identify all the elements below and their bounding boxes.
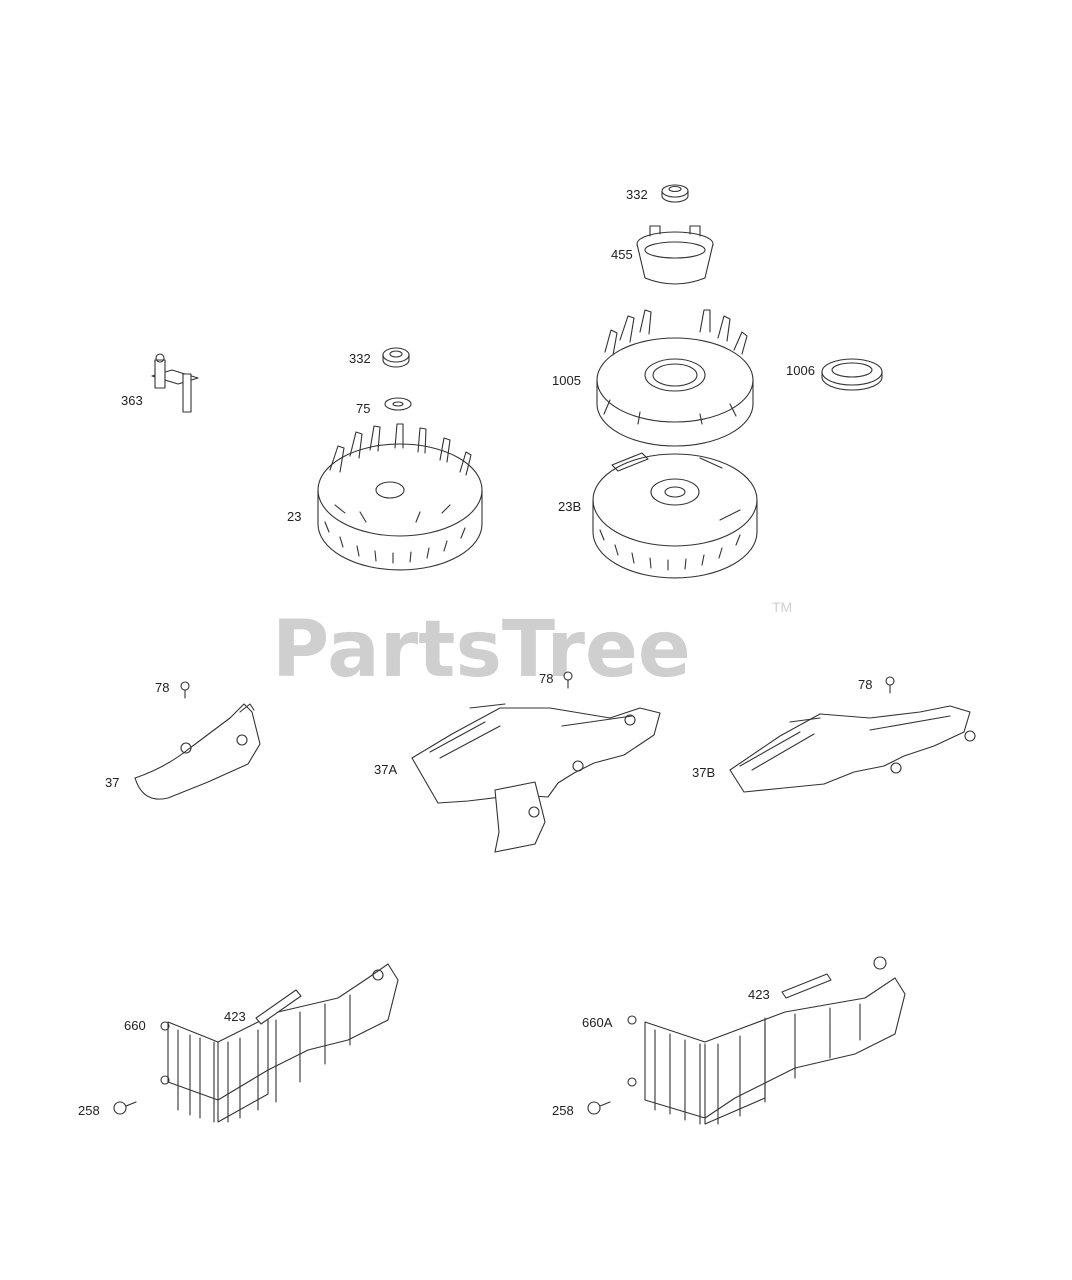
part-labels: 332 455 1005 1006 23B 363 332 75 23 78 3…: [78, 187, 872, 1118]
label-37b: 37B: [692, 765, 715, 780]
label-78-a: 78: [155, 680, 169, 695]
part-1005-fan[interactable]: [596, 309, 754, 447]
part-37-bracket[interactable]: [134, 703, 261, 800]
part-332-nut[interactable]: [382, 347, 410, 368]
label-1005: 1005: [552, 373, 581, 388]
part-258-bolt-a[interactable]: [113, 1101, 137, 1115]
label-423-b: 423: [748, 987, 770, 1002]
part-23b-flywheel[interactable]: [592, 452, 758, 579]
part-660a-shroud[interactable]: [627, 956, 906, 1125]
label-258-b: 258: [552, 1103, 574, 1118]
label-660a: 660A: [582, 1015, 613, 1030]
label-258-a: 258: [78, 1103, 100, 1118]
label-332: 332: [349, 351, 371, 366]
label-75: 75: [356, 401, 370, 416]
label-332-top: 332: [626, 187, 648, 202]
label-660: 660: [124, 1018, 146, 1033]
watermark: PartsTree TM: [272, 599, 792, 695]
watermark-trademark: TM: [772, 599, 792, 615]
label-363: 363: [121, 393, 143, 408]
part-23-flywheel[interactable]: [317, 423, 483, 571]
part-660-shroud[interactable]: [160, 963, 399, 1123]
part-37a-air-guide[interactable]: [411, 703, 661, 853]
label-78-c: 78: [858, 677, 872, 692]
part-75-washer[interactable]: [384, 397, 412, 411]
label-37a: 37A: [374, 762, 397, 777]
label-37: 37: [105, 775, 119, 790]
part-1006-cover[interactable]: [821, 358, 883, 391]
label-23: 23: [287, 509, 301, 524]
part-258-bolt-b[interactable]: [587, 1101, 611, 1115]
watermark-text: PartsTree: [272, 605, 691, 695]
part-78-bolt-c[interactable]: [885, 676, 895, 694]
part-423-pin-a[interactable]: [255, 989, 302, 1025]
part-78-bolt-b[interactable]: [563, 671, 573, 689]
label-78-b: 78: [539, 671, 553, 686]
part-423-pin-b[interactable]: [781, 973, 832, 999]
part-332-top-nut[interactable]: [661, 184, 689, 203]
part-78-bolt-a[interactable]: [180, 681, 190, 699]
label-23b: 23B: [558, 499, 581, 514]
label-1006: 1006: [786, 363, 815, 378]
label-423-a: 423: [224, 1009, 246, 1024]
label-455: 455: [611, 247, 633, 262]
part-37b-air-guide[interactable]: [729, 705, 976, 793]
part-363-key[interactable]: [151, 353, 199, 413]
part-455-cup[interactable]: [636, 225, 714, 285]
